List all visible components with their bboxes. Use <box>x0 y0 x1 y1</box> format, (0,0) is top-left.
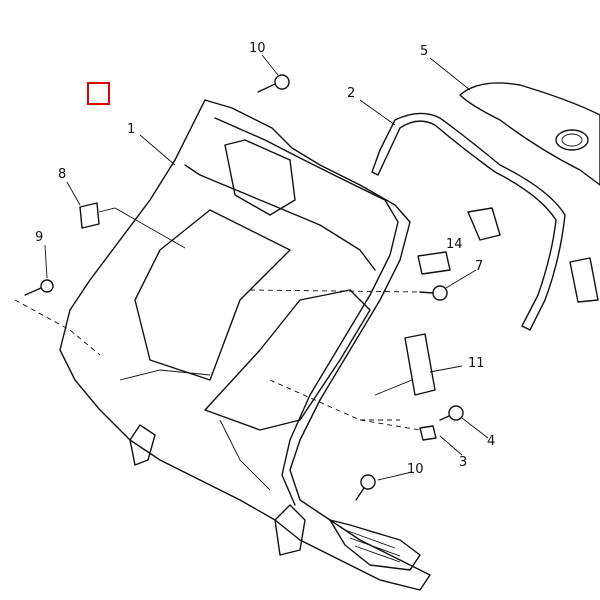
callout-10a: 10 <box>249 41 266 56</box>
callout-9: 9 <box>35 230 43 245</box>
callout-11: 11 <box>468 356 485 371</box>
callout-5: 5 <box>420 44 428 59</box>
callout-7: 7 <box>475 259 483 274</box>
part-8-label-plate <box>79 202 186 249</box>
callout-labels: 10 5 2 1 8 9 14 7 11 4 3 10 <box>35 41 495 477</box>
part-11-bracket <box>374 333 463 396</box>
part-2-frame-bar <box>371 112 566 331</box>
fasteners <box>24 74 464 501</box>
part-14-sticker <box>417 251 451 275</box>
callout-14: 14 <box>446 237 463 252</box>
red-marker-square <box>87 82 110 105</box>
part-5-rear-cover <box>459 82 600 303</box>
callout-10b: 10 <box>407 462 424 477</box>
callout-3: 3 <box>459 455 467 470</box>
callout-4: 4 <box>487 434 495 449</box>
part-1-leg-shield <box>59 99 431 591</box>
callout-8: 8 <box>58 167 66 182</box>
callout-2: 2 <box>347 86 355 101</box>
leader-lines <box>14 54 489 481</box>
callout-1: 1 <box>127 122 135 137</box>
